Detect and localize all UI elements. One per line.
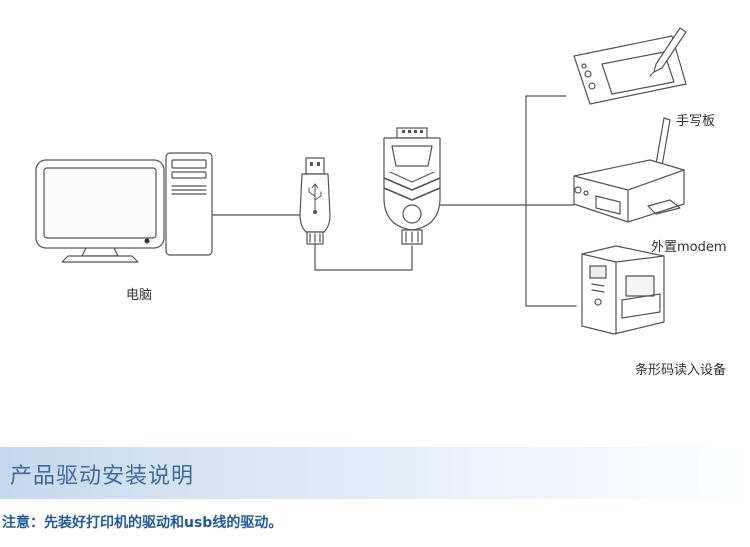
barcode-printer-icon: [581, 245, 665, 335]
usb-plug-icon: [299, 157, 331, 245]
drawing-tablet-icon: [573, 27, 687, 105]
modem-label: 外置modem: [651, 240, 727, 255]
db9-adapter-icon: [383, 127, 441, 245]
scanner-label: 条形码读入设备: [635, 363, 727, 378]
section-header: 产品驱动安装说明: [0, 447, 750, 499]
section-title: 产品驱动安装说明: [10, 464, 195, 489]
computer-label: 电脑: [126, 288, 153, 303]
connection-diagram: [35, 27, 687, 335]
computer-icon: [35, 152, 213, 263]
tablet-label: 手写板: [676, 114, 716, 129]
modem-icon: [573, 117, 685, 223]
installation-note: 注意：先装好打印机的驱动和usb线的驱动。: [2, 515, 283, 531]
